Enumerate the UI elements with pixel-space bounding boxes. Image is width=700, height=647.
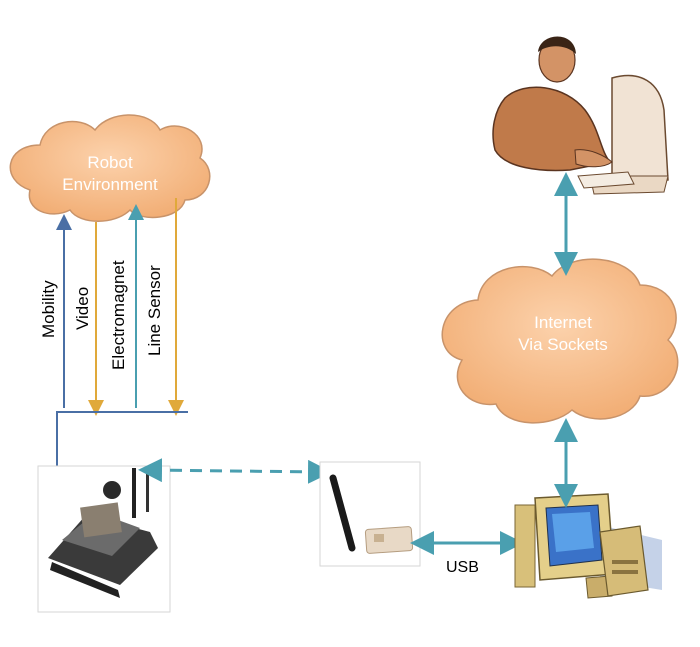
internet-cloud: Internet Via Sockets — [441, 258, 679, 424]
signal-labels: Mobility Video Electromagnet Line Sensor — [39, 260, 164, 370]
internet-cloud-line1: Internet — [534, 313, 592, 332]
label-line-sensor: Line Sensor — [145, 265, 164, 356]
label-electromagnet: Electromagnet — [109, 260, 128, 370]
robot-image — [37, 465, 171, 613]
robot-environment-cloud: Robot Environment — [9, 114, 211, 222]
user-at-computer-icon — [492, 36, 669, 195]
robot-cloud-line2: Environment — [62, 175, 158, 194]
desktop-computer-icon — [514, 493, 662, 599]
robot-cloud-line1: Robot — [87, 153, 133, 172]
label-video: Video — [73, 287, 92, 330]
label-mobility: Mobility — [39, 280, 58, 338]
usb-label: USB — [446, 559, 479, 576]
wireless-link — [138, 458, 332, 484]
wireless-transceiver-image — [319, 461, 421, 567]
internet-cloud-line2: Via Sockets — [518, 335, 607, 354]
